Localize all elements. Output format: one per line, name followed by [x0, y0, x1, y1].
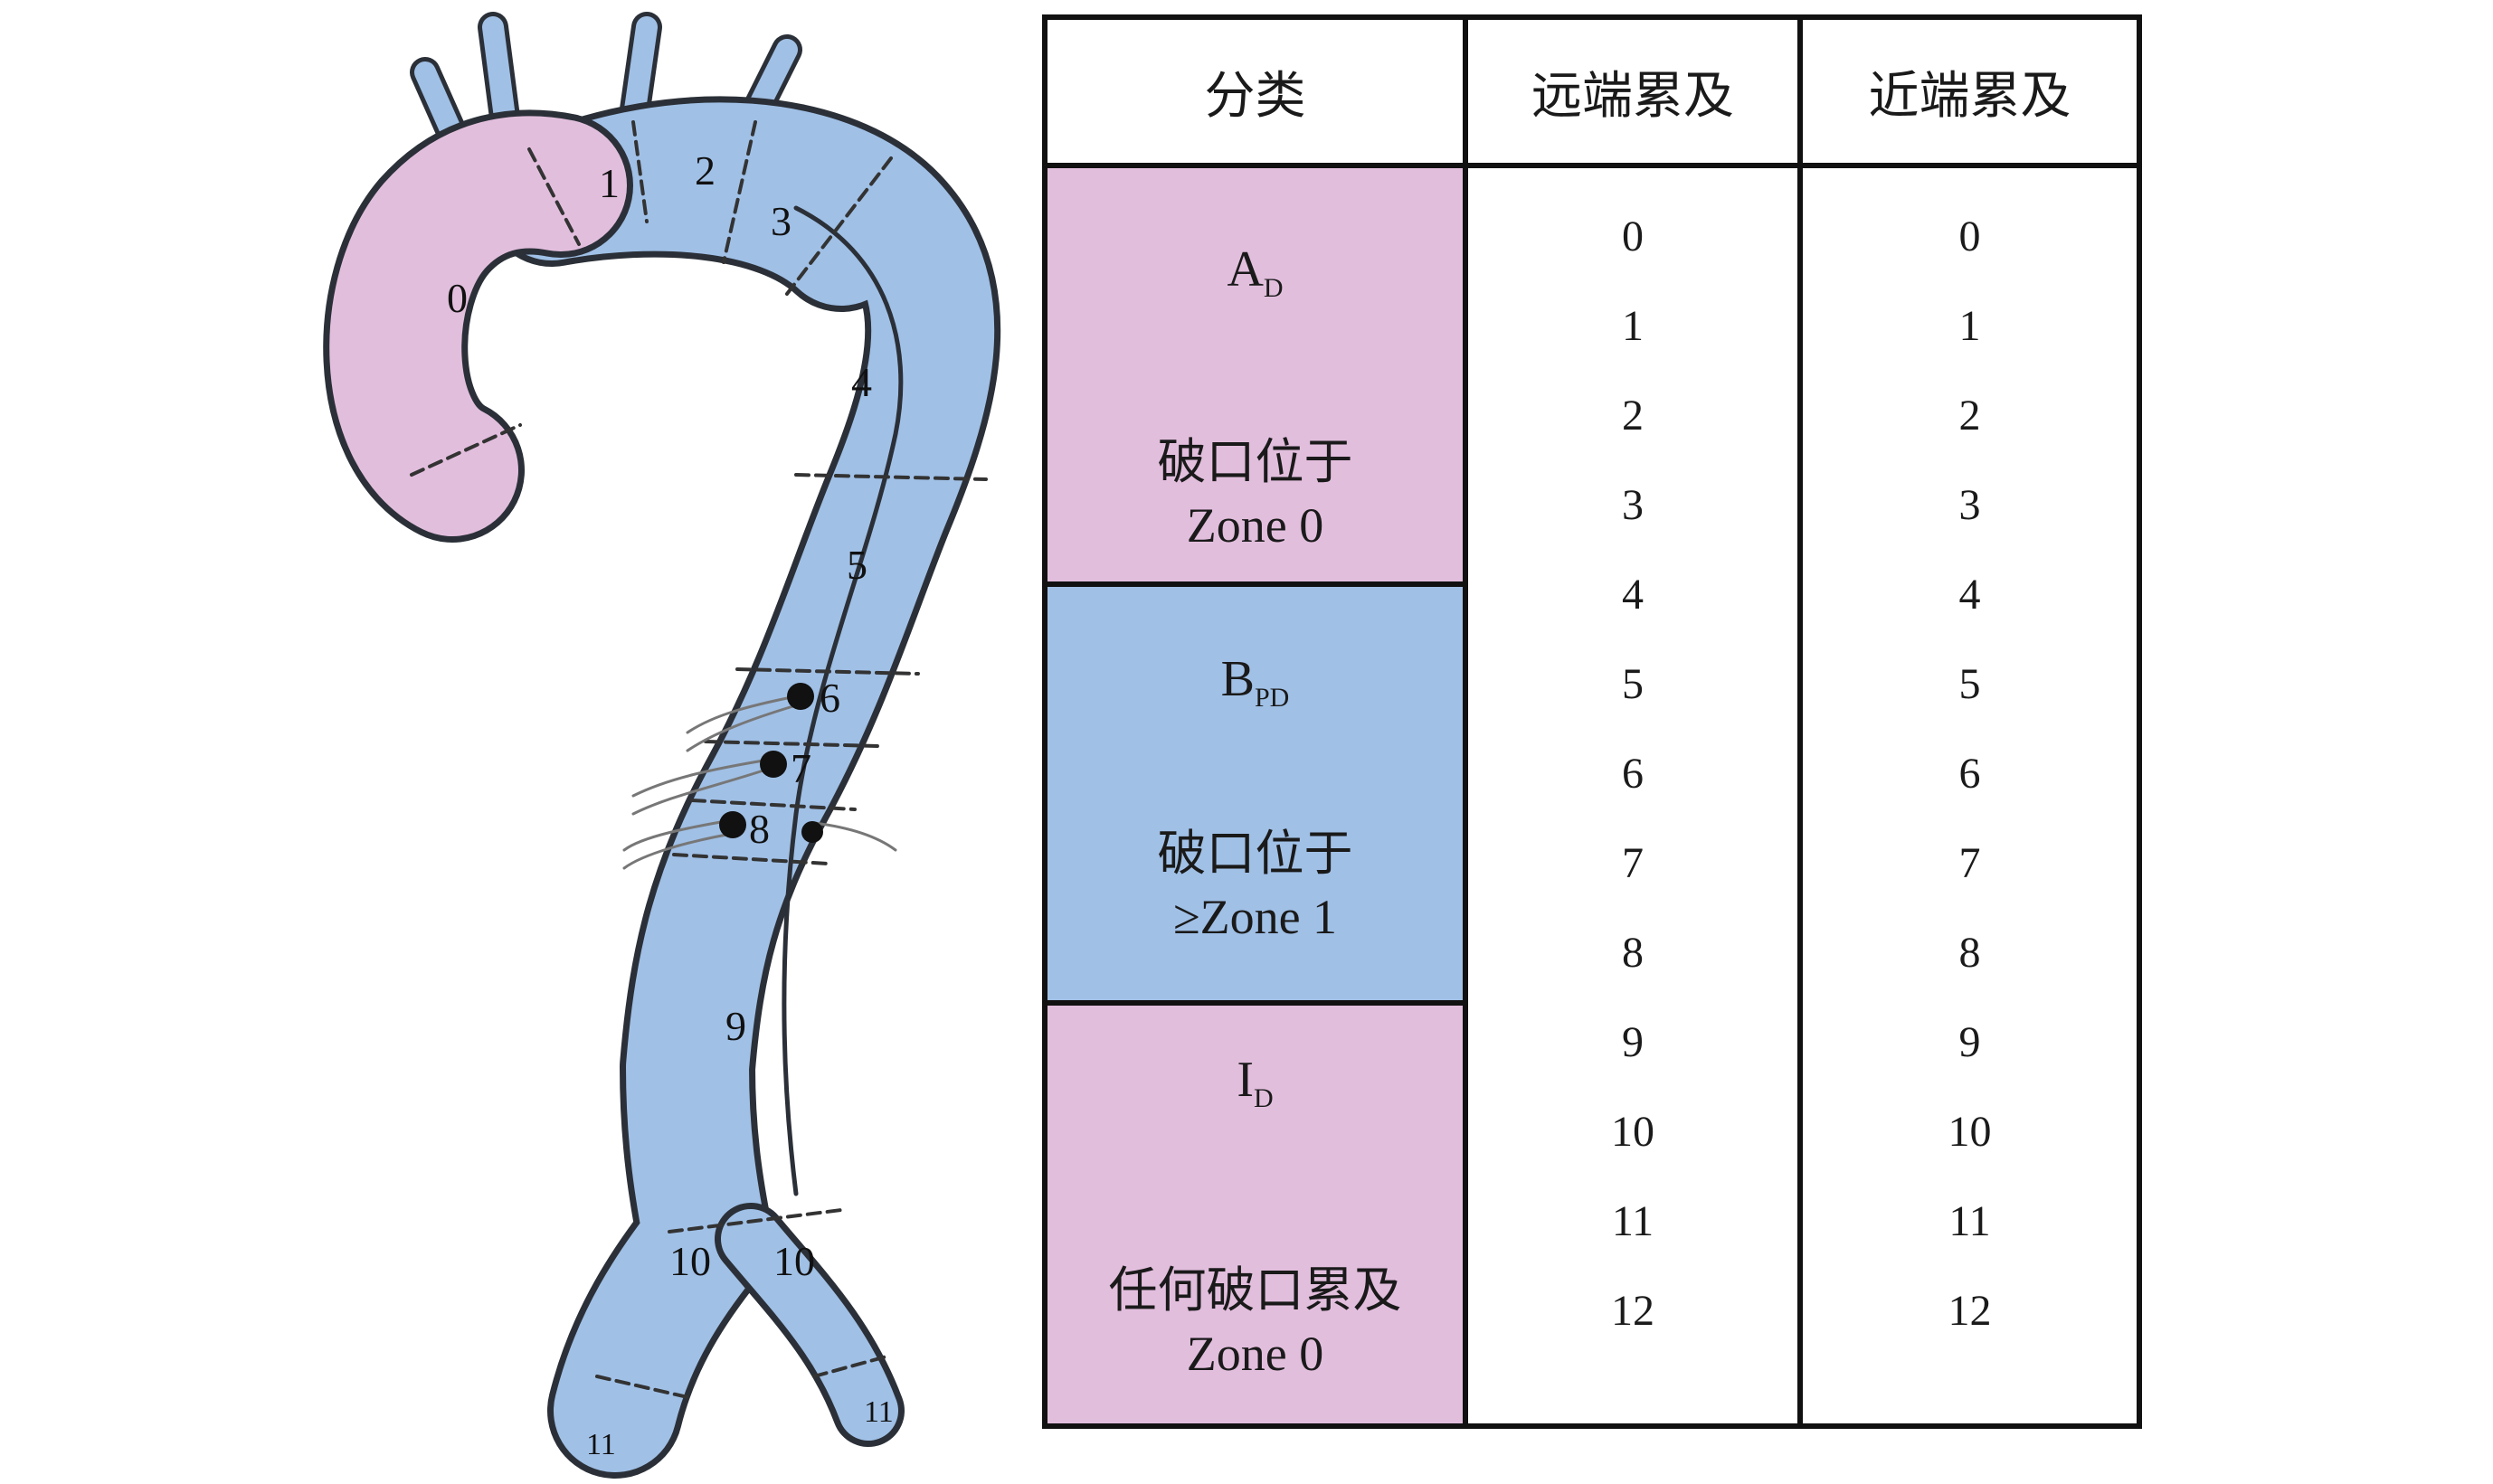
type-description: 破口位于 Zone 0	[1157, 435, 1353, 553]
type-code: ID	[1237, 1052, 1274, 1113]
list-item: 8	[1958, 929, 1981, 977]
list-item: 0	[1958, 213, 1981, 260]
zone-label: 7	[791, 745, 811, 791]
branch-ostia	[719, 683, 823, 843]
proximal-extent-column: 0 1 2 3 4 5 6 7 8 9 10 11 12	[1797, 163, 2142, 1429]
list-item: 11	[1948, 1197, 1991, 1245]
list-item: 12	[1948, 1287, 1992, 1335]
zone-label: 4	[851, 359, 872, 405]
list-item: 9	[1958, 1018, 1981, 1066]
header-classification: 分类	[1042, 14, 1468, 168]
zone-boundaries	[410, 120, 988, 1399]
zone-label: 2	[695, 147, 716, 194]
list-item: 4	[1958, 571, 1981, 619]
type-code: BPD	[1220, 651, 1290, 713]
type-code: AD	[1227, 241, 1284, 303]
type-description: 破口位于 ≥Zone 1	[1157, 827, 1353, 944]
list-item: 11	[1611, 1197, 1654, 1245]
list-item: 5	[1622, 660, 1644, 708]
type-cell-bpd: BPD 破口位于 ≥Zone 1	[1042, 581, 1468, 1006]
list-item: 1	[1958, 302, 1981, 350]
distal-extent-column: 0 1 2 3 4 5 6 7 8 9 10 11 12	[1463, 163, 1803, 1429]
list-item: 3	[1958, 481, 1981, 529]
type-cell-id: ID 任何破口累及 Zone 0	[1042, 1000, 1468, 1429]
list-item: 4	[1622, 571, 1644, 619]
zone-label: 10	[669, 1238, 711, 1284]
proximal-values: 0 1 2 3 4 5 6 7 8 9 10 11 12	[1803, 168, 2137, 1375]
type-cell-ad: AD 破口位于 Zone 0	[1042, 163, 1468, 587]
list-item: 0	[1622, 213, 1644, 260]
list-item: 8	[1622, 929, 1644, 977]
zone-label: 6	[820, 675, 840, 721]
zone-label: 8	[749, 806, 770, 852]
list-item: 10	[1948, 1108, 1992, 1156]
list-item: 2	[1622, 392, 1644, 440]
list-item: 7	[1622, 839, 1644, 887]
list-item: 3	[1622, 481, 1644, 529]
right-iliac-lumen	[721, 1209, 898, 1441]
table-row: AD 破口位于 Zone 0 0 1 2 3 4 5 6 7 8	[1042, 163, 2142, 1429]
classification-table: 分类 远端累及 近端累及 AD 破口位于 Zone 0 0 1 2	[1042, 14, 2142, 1429]
zone-label: 0	[447, 275, 468, 321]
table-row: ID 任何破口累及 Zone 0	[1042, 1000, 2139, 1429]
zone-label: 10	[773, 1238, 815, 1284]
header-distal: 远端累及	[1463, 14, 1803, 168]
zone-label: 3	[771, 198, 792, 244]
table-row: BPD 破口位于 ≥Zone 1	[1042, 581, 2139, 1006]
list-item: 10	[1611, 1108, 1654, 1156]
aorta-zone-diagram: 0 1 2 3 4 5 6 7 8 9 10 10 11 11	[323, 12, 1001, 1479]
zone-label: 5	[847, 542, 867, 588]
zone-label: 1	[599, 160, 620, 206]
list-item: 5	[1958, 660, 1981, 708]
list-item: 6	[1622, 750, 1644, 798]
ascending-aorta-lumen	[329, 116, 627, 536]
zone-label: 11	[864, 1395, 894, 1429]
list-item: 7	[1958, 839, 1981, 887]
list-item: 9	[1622, 1018, 1644, 1066]
header-row: 分类 远端累及 近端累及	[1042, 14, 2142, 168]
list-item: 12	[1611, 1287, 1654, 1335]
list-item: 6	[1958, 750, 1981, 798]
zone-label: 11	[586, 1428, 616, 1461]
type-description: 任何破口累及 Zone 0	[1108, 1263, 1402, 1381]
list-item: 2	[1958, 392, 1981, 440]
distal-values: 0 1 2 3 4 5 6 7 8 9 10 11 12	[1468, 168, 1797, 1375]
zone-label: 9	[725, 1003, 746, 1049]
header-proximal: 近端累及	[1797, 14, 2142, 168]
dissection-flap	[782, 205, 904, 1196]
list-item: 1	[1622, 302, 1644, 350]
zone-labels: 0 1 2 3 4 5 6 7 8 9 10 10 11 11	[447, 147, 894, 1461]
